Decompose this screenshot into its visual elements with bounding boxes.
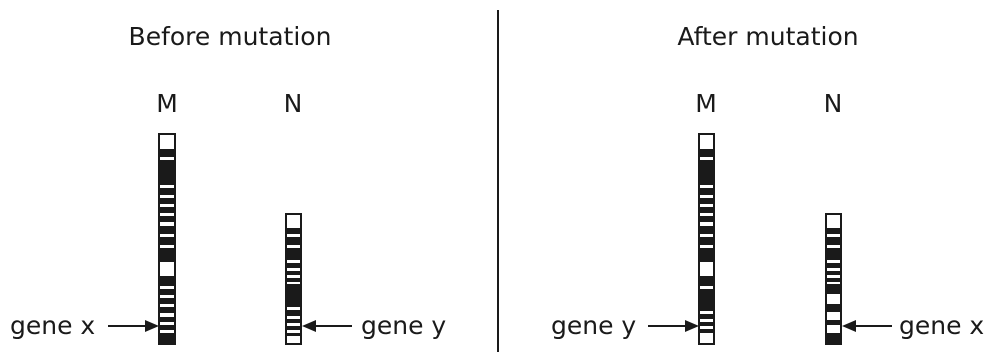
chromosome-bands	[286, 228, 301, 336]
chromosome-m-after: M	[695, 89, 717, 345]
gene-pointer-n-before: gene y	[302, 311, 446, 340]
gene-pointer-m-after: gene y	[551, 311, 699, 340]
panel-title-after: After mutation	[677, 22, 858, 51]
gene-label-x-after: gene x	[899, 311, 984, 340]
gene-pointer-n-after: gene x	[842, 311, 984, 340]
gene-label-x-before: gene x	[10, 311, 95, 340]
chromosome-label-n-before: N	[284, 89, 303, 118]
panel-title-before: Before mutation	[129, 22, 332, 51]
chromosome-m-before: M	[156, 89, 178, 345]
chromosome-label-n-after: N	[824, 89, 843, 118]
panel-before: Before mutation M	[10, 22, 446, 345]
arrow-left-icon	[302, 320, 316, 332]
panel-after: After mutation M gen	[551, 22, 984, 345]
chromosome-bands	[159, 149, 175, 344]
gene-label-y-after: gene y	[551, 311, 636, 340]
arrow-left-icon	[842, 320, 856, 332]
arrow-right-icon	[685, 320, 699, 332]
gene-label-y-before: gene y	[361, 311, 446, 340]
chromosome-label-m-before: M	[156, 89, 178, 118]
chromosome-n-after: N	[824, 89, 843, 345]
chromosome-bands	[826, 228, 841, 344]
gene-pointer-m-before: gene x	[10, 311, 159, 340]
chromosome-bands	[699, 149, 714, 333]
chromosome-label-m-after: M	[695, 89, 717, 118]
arrow-right-icon	[145, 320, 159, 332]
chromosome-n-before: N	[284, 89, 303, 345]
